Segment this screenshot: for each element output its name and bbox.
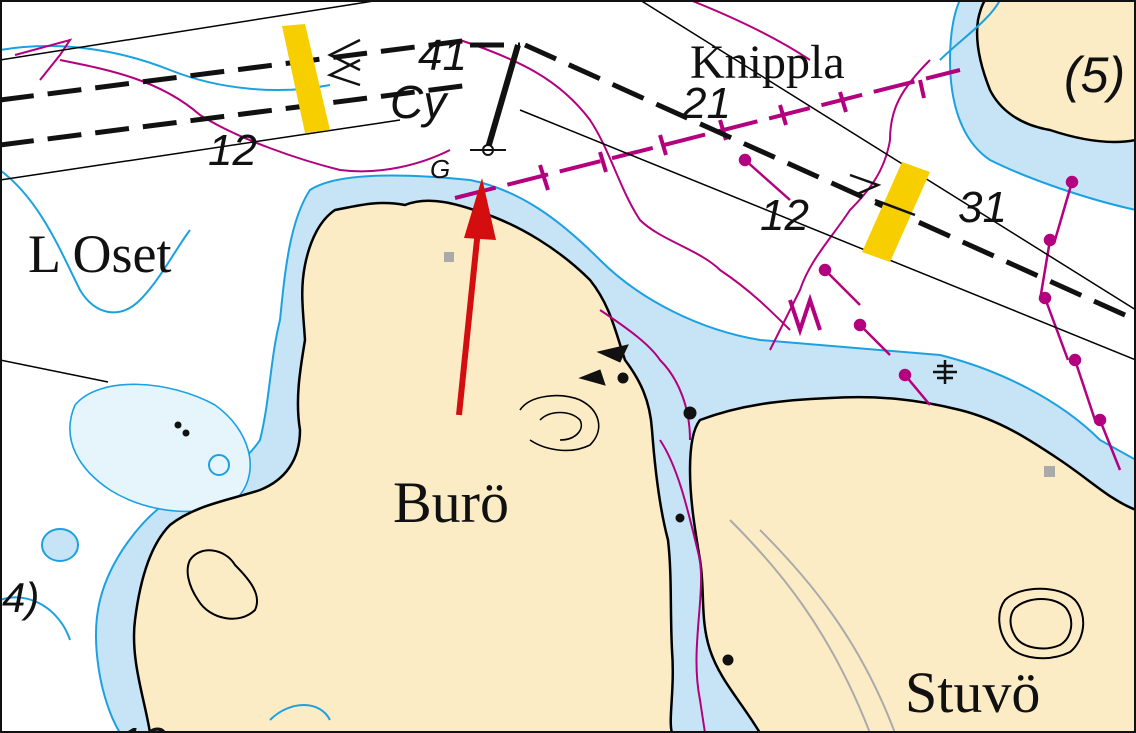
label-g: G xyxy=(430,154,450,184)
magenta-ticks xyxy=(538,79,926,191)
pointer-arrow xyxy=(456,178,496,416)
magenta-pins xyxy=(738,153,1122,471)
depth-21: 21 xyxy=(681,79,731,128)
land-buro xyxy=(132,199,675,733)
land-stuvo xyxy=(688,395,1136,733)
depth-41: 41 xyxy=(418,31,467,80)
fairway-bars xyxy=(282,24,930,262)
depth-12-left: 12 xyxy=(208,126,257,175)
land-northeast-island xyxy=(975,0,1136,144)
label-l-oset: L Oset xyxy=(28,224,171,284)
light-water-strip xyxy=(69,383,251,513)
label-stuvo: Stuvö xyxy=(905,660,1040,725)
label-knippla: Knippla xyxy=(690,36,845,89)
depth-contours xyxy=(0,0,1001,721)
magenta-dashed-line xyxy=(454,68,961,200)
beacon xyxy=(470,44,521,156)
label-buro: Burö xyxy=(393,470,509,535)
label-cy: Cy xyxy=(390,76,449,128)
map-symbols xyxy=(174,344,957,666)
sector-marks xyxy=(326,38,916,217)
leading-lines xyxy=(0,0,1136,383)
fairway-dashed-lines xyxy=(0,37,1136,323)
depth-4: 4) xyxy=(2,574,39,621)
depth-31: 31 xyxy=(958,183,1007,232)
depth-5: (5) xyxy=(1064,47,1125,103)
depth-12-bottom: 12 xyxy=(118,719,167,733)
wreck-symbol xyxy=(933,360,957,384)
depth-12-right: 12 xyxy=(760,191,809,240)
